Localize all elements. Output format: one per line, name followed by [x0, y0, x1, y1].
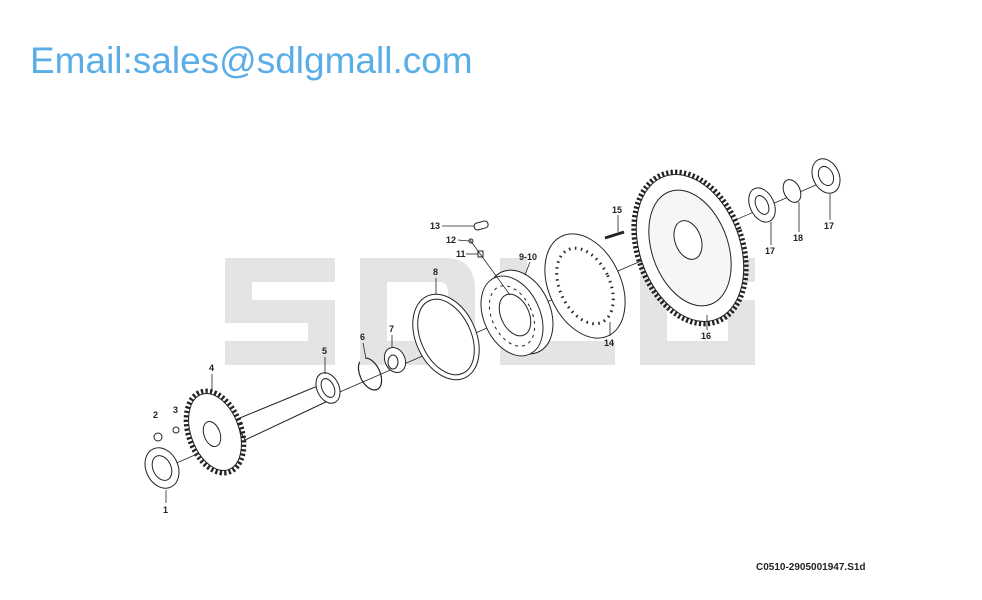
callout-12: 12: [446, 235, 456, 245]
callout-17-left: 17: [765, 246, 775, 256]
part-6-snap-ring: [357, 357, 383, 391]
part-17-bearing-left: [748, 187, 776, 223]
callout-1: 1: [163, 505, 168, 515]
drawing-code: C0510-2905001947.S1d: [756, 562, 866, 573]
callout-15: 15: [612, 205, 622, 215]
callout-6: 6: [360, 332, 365, 342]
callout-3: 3: [173, 405, 178, 415]
callout-2: 2: [153, 410, 158, 420]
part-18-shim: [782, 179, 802, 203]
callout-7: 7: [389, 324, 394, 334]
email-watermark: Email:sales@sdlgmall.com: [30, 40, 473, 81]
part-9-10-hub: [480, 269, 554, 357]
callout-8: 8: [433, 267, 438, 277]
part-14-friction-disc: [544, 233, 626, 339]
part-1-seal: [144, 447, 180, 489]
part-8-shim-ring: [412, 293, 480, 381]
callout-18: 18: [793, 233, 803, 243]
callout-9-10: 9-10: [519, 252, 537, 262]
callout-16: 16: [701, 331, 711, 341]
part-3-washer: [172, 426, 180, 434]
callout-4: 4: [209, 363, 214, 373]
part-16-ring-gear: [631, 169, 749, 327]
callout-14: 14: [604, 338, 614, 348]
callout-17-right: 17: [824, 221, 834, 231]
part-2-nut: [153, 432, 163, 442]
part-17-bearing-right: [811, 158, 841, 194]
part-7-sleeve: [383, 346, 407, 374]
part-5-bearing: [315, 372, 341, 404]
part-15-bolt: [604, 230, 625, 240]
callout-leaders: [165, 194, 831, 503]
parts-11-13-pin-set: [468, 220, 511, 296]
callout-11: 11: [456, 249, 466, 259]
callout-5: 5: [322, 346, 327, 356]
callout-13: 13: [430, 221, 440, 231]
part-4-gear-shaft: [183, 384, 331, 476]
